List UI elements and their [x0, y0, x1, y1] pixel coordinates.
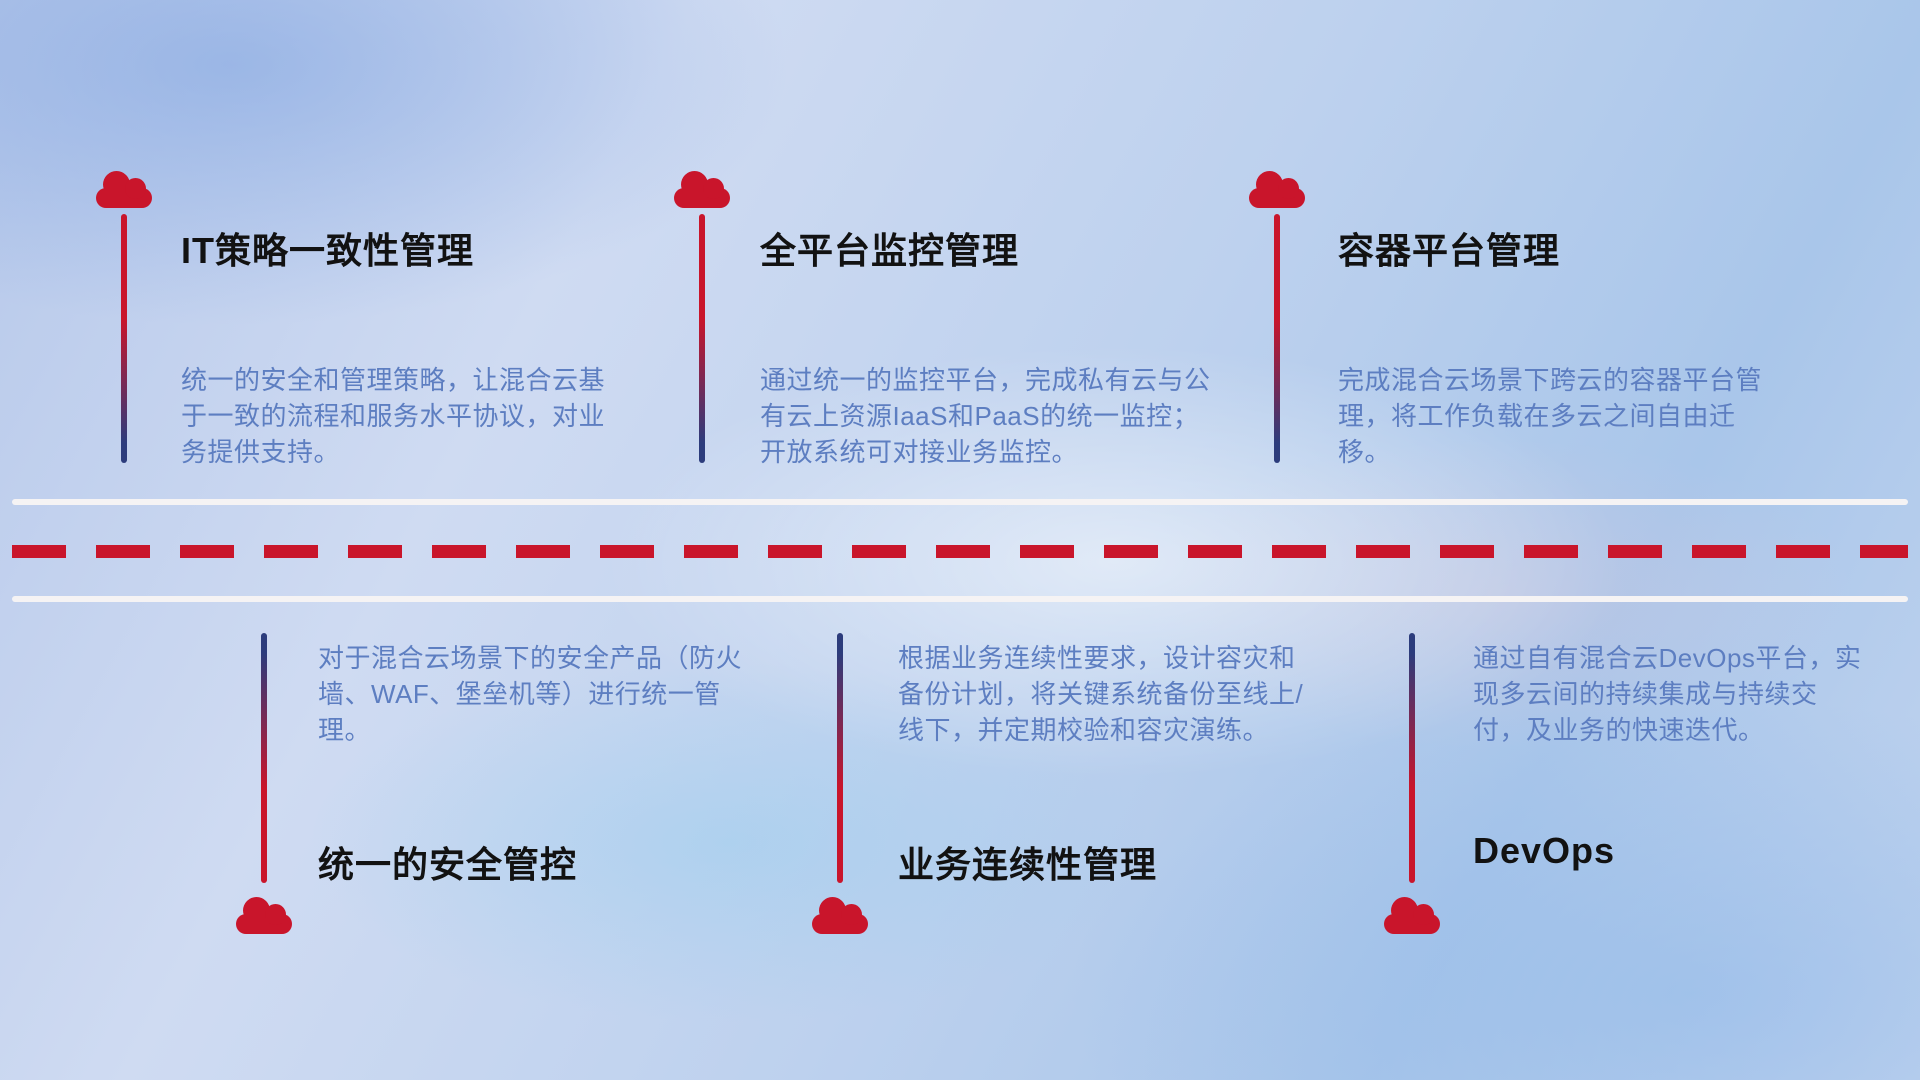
- road-edge-top: [12, 499, 1908, 505]
- road-edge-bottom: [12, 596, 1908, 602]
- timeline-connector-line: [1409, 633, 1415, 883]
- capability-title: IT策略一致性管理: [181, 230, 474, 271]
- timeline-connector-line: [699, 214, 705, 463]
- capability-title: 全平台监控管理: [760, 230, 1020, 271]
- cloud-icon: [236, 896, 292, 934]
- capability-description: 通过自有混合云DevOps平台，实现多云间的持续集成与持续交付，及业务的快速迭代…: [1473, 643, 1862, 745]
- timeline-connector-line: [837, 633, 843, 883]
- capability-title: 业务连续性管理: [898, 844, 1158, 885]
- capability-title: 统一的安全管控: [318, 844, 578, 885]
- cloud-icon: [812, 896, 868, 934]
- timeline-connector-line: [121, 214, 127, 463]
- capability-title: DevOps: [1473, 830, 1616, 871]
- timeline-connector-line: [1274, 214, 1280, 463]
- capability-description: 通过统一的监控平台，完成私有云与公有云上资源IaaS和PaaS的统一监控；开放系…: [760, 365, 1211, 467]
- capability-description: 完成混合云场景下跨云的容器平台管理，将工作负载在多云之间自由迁移。: [1338, 365, 1763, 467]
- cloud-icon: [96, 170, 152, 208]
- capability-description: 对于混合云场景下的安全产品（防火墙、WAF、堡垒机等）进行统一管理。: [318, 643, 743, 745]
- cloud-icon: [674, 170, 730, 208]
- capability-description: 根据业务连续性要求，设计容灾和备份计划，将关键系统备份至线上/线下，并定期校验和…: [898, 643, 1304, 745]
- cloud-icon: [1249, 170, 1305, 208]
- road-dashed-centerline: [12, 545, 1908, 558]
- timeline-connector-line: [261, 633, 267, 883]
- cloud-icon: [1384, 896, 1440, 934]
- capability-description: 统一的安全和管理策略，让混合云基于一致的流程和服务水平协议，对业务提供支持。: [181, 365, 606, 467]
- capability-title: 容器平台管理: [1338, 230, 1561, 271]
